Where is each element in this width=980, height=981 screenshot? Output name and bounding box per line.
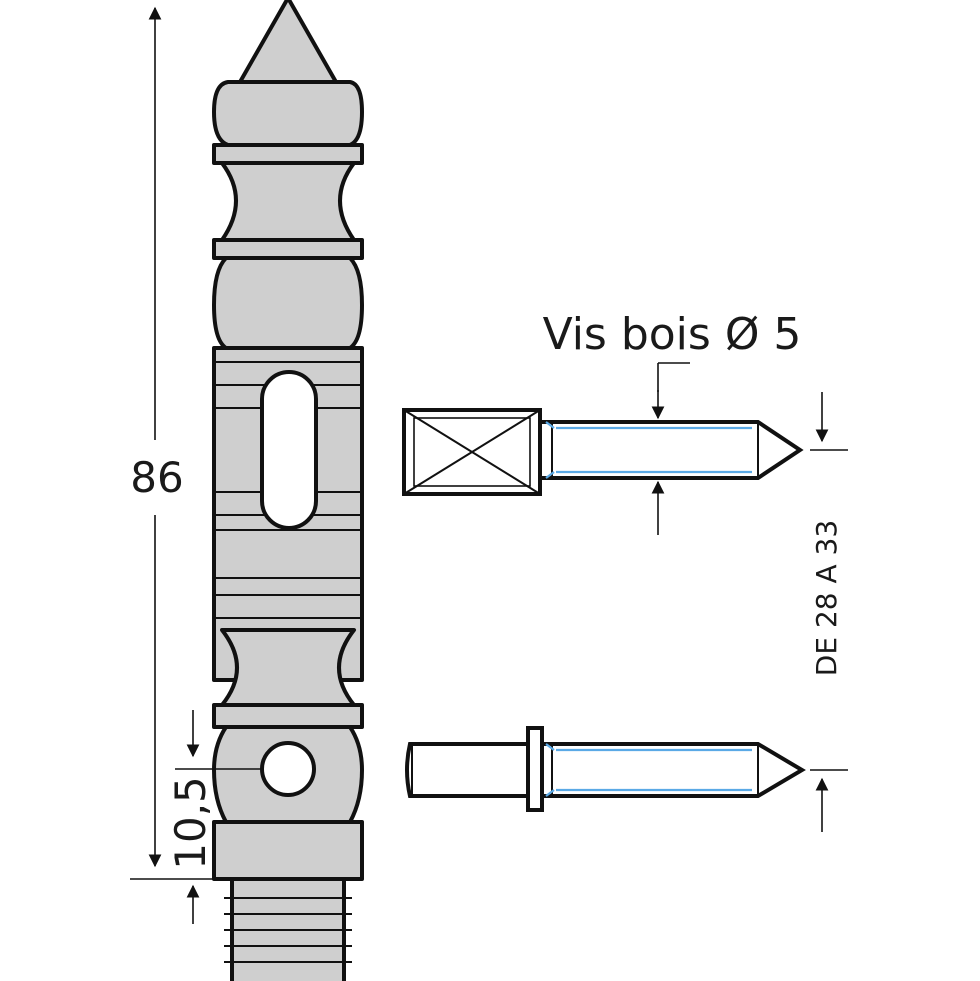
pin-oblong-slot <box>260 370 318 530</box>
pin-middle-bulb <box>212 256 364 350</box>
pin-collar-3 <box>212 703 364 729</box>
hole-offset-dimension: 10,5 <box>166 710 262 924</box>
hinge-pin <box>212 0 364 981</box>
pin-waist-1 <box>220 161 356 242</box>
pin-top-bulb <box>212 80 364 147</box>
lower-screw <box>405 726 848 832</box>
screw-shank-lower <box>540 742 806 798</box>
pin-base-block <box>212 820 364 881</box>
overall-height-label: 86 <box>130 453 183 502</box>
upper-screw <box>402 362 848 535</box>
pin-collar-1 <box>212 143 364 165</box>
pin-through-hole <box>260 741 316 797</box>
screw-plain-end <box>405 742 530 798</box>
overall-height-dimension: 86 <box>130 6 215 880</box>
reference-code: DE 28 A 33 <box>810 520 843 676</box>
pin-waist-2 <box>220 628 356 707</box>
screw-label: Vis bois Ø 5 <box>543 309 802 360</box>
screw-collar <box>526 726 544 812</box>
hole-offset-label: 10,5 <box>166 776 215 870</box>
pin-collar-2 <box>212 238 364 260</box>
pin-spike-tip <box>238 0 338 84</box>
screw-shank-upper <box>538 420 804 480</box>
